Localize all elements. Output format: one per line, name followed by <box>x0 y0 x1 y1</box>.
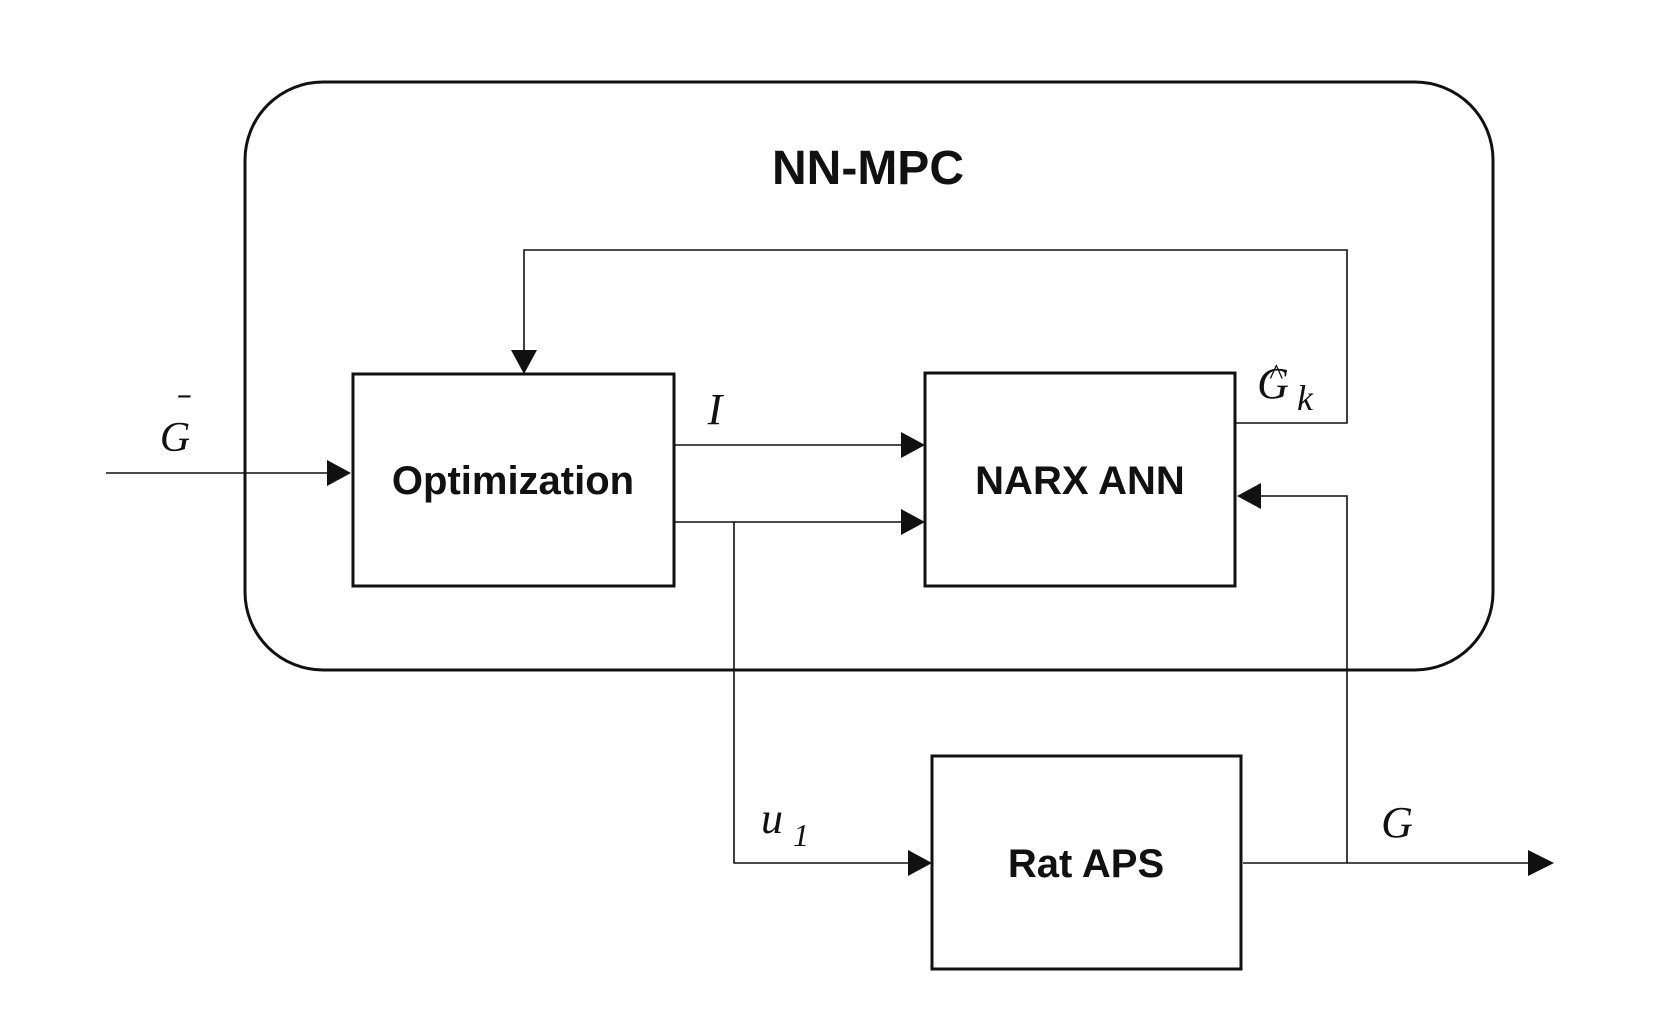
reference-signal-label: G <box>160 415 190 461</box>
control-u1-arrowhead <box>908 850 932 876</box>
prediction-feedback-arrowhead <box>511 350 537 374</box>
output-signal-label: G <box>1381 798 1413 847</box>
control-to-narx-arrowhead <box>901 509 925 535</box>
rat-aps-label: Rat APS <box>1008 842 1164 886</box>
prediction-signal-label: G <box>1257 359 1289 408</box>
prediction-feedback-wire <box>523 249 1348 424</box>
measurement-feedback-arrowhead <box>1237 483 1261 509</box>
prediction-signal-hat: ^ <box>1269 358 1284 391</box>
insulin-arrowhead <box>901 432 925 458</box>
reference-input-arrowhead <box>327 460 351 486</box>
measurement-feedback-wire <box>1258 495 1348 863</box>
output-arrowhead <box>1528 850 1554 876</box>
prediction-signal-subscript: k <box>1297 378 1314 418</box>
nn-mpc-title: NN-MPC <box>772 142 964 195</box>
control-u1-wire <box>733 522 911 864</box>
control-signal-label: u <box>761 794 783 843</box>
optimization-block <box>351 372 676 588</box>
insulin-signal-label: I <box>707 385 725 434</box>
narx-ann-label: NARX ANN <box>975 459 1185 503</box>
narx-ann-block <box>923 371 1237 588</box>
nn-mpc-container <box>243 80 1495 672</box>
control-signal-subscript: 1 <box>793 817 809 853</box>
optimization-label: Optimization <box>392 459 634 503</box>
reference-signal-accent: ̄ <box>178 395 191 398</box>
rat-aps-block <box>930 754 1243 971</box>
